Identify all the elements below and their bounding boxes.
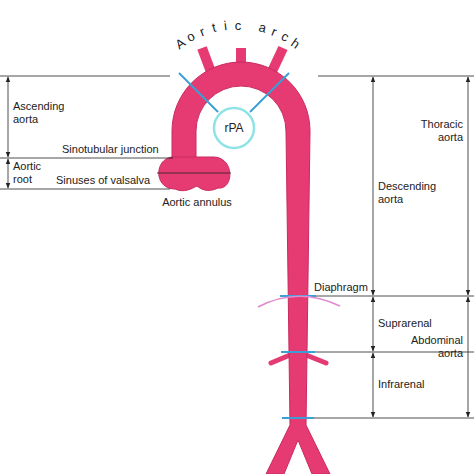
arch-label: Aortic arch [0, 0, 474, 1]
aorta-vessel [172, 62, 330, 474]
part-label: Aortic root [13, 160, 53, 186]
arch-letter: a [257, 21, 267, 35]
part-label: Aortic annulus [162, 196, 232, 209]
part-label: Diaphragm [314, 281, 368, 294]
arch-letter: A [173, 35, 188, 51]
part-label: Sinotubular junction [62, 143, 159, 156]
arch-letter: i [224, 19, 228, 32]
part-label: Suprarenal [378, 317, 432, 330]
part-label: Descending aorta [378, 180, 440, 206]
part-label: Thoracic aorta [411, 118, 463, 144]
part-label: Infrarenal [378, 378, 424, 391]
arch-letter: r [198, 25, 207, 39]
circle-shape [214, 108, 254, 148]
vessel-label: rPA [224, 121, 243, 135]
aortic-root-bulb [159, 157, 230, 191]
part-label: Sinuses of valsalva [56, 174, 150, 187]
reference-lines [0, 76, 474, 418]
arch-letter: r [269, 25, 278, 39]
part-label: Abdominal aorta [407, 334, 463, 360]
arch-letter: o [185, 29, 197, 44]
section-markers [179, 73, 316, 418]
arch-letter: h [289, 36, 302, 51]
dimension-brackets [8, 77, 468, 417]
diaphragm-line [258, 296, 340, 307]
arch-letter: c [235, 19, 242, 32]
rpa-circle: rPA [212, 106, 256, 150]
part-label: Ascending aorta [13, 100, 75, 126]
arch-letter: c [279, 29, 291, 44]
arch-letter: t [210, 21, 217, 34]
